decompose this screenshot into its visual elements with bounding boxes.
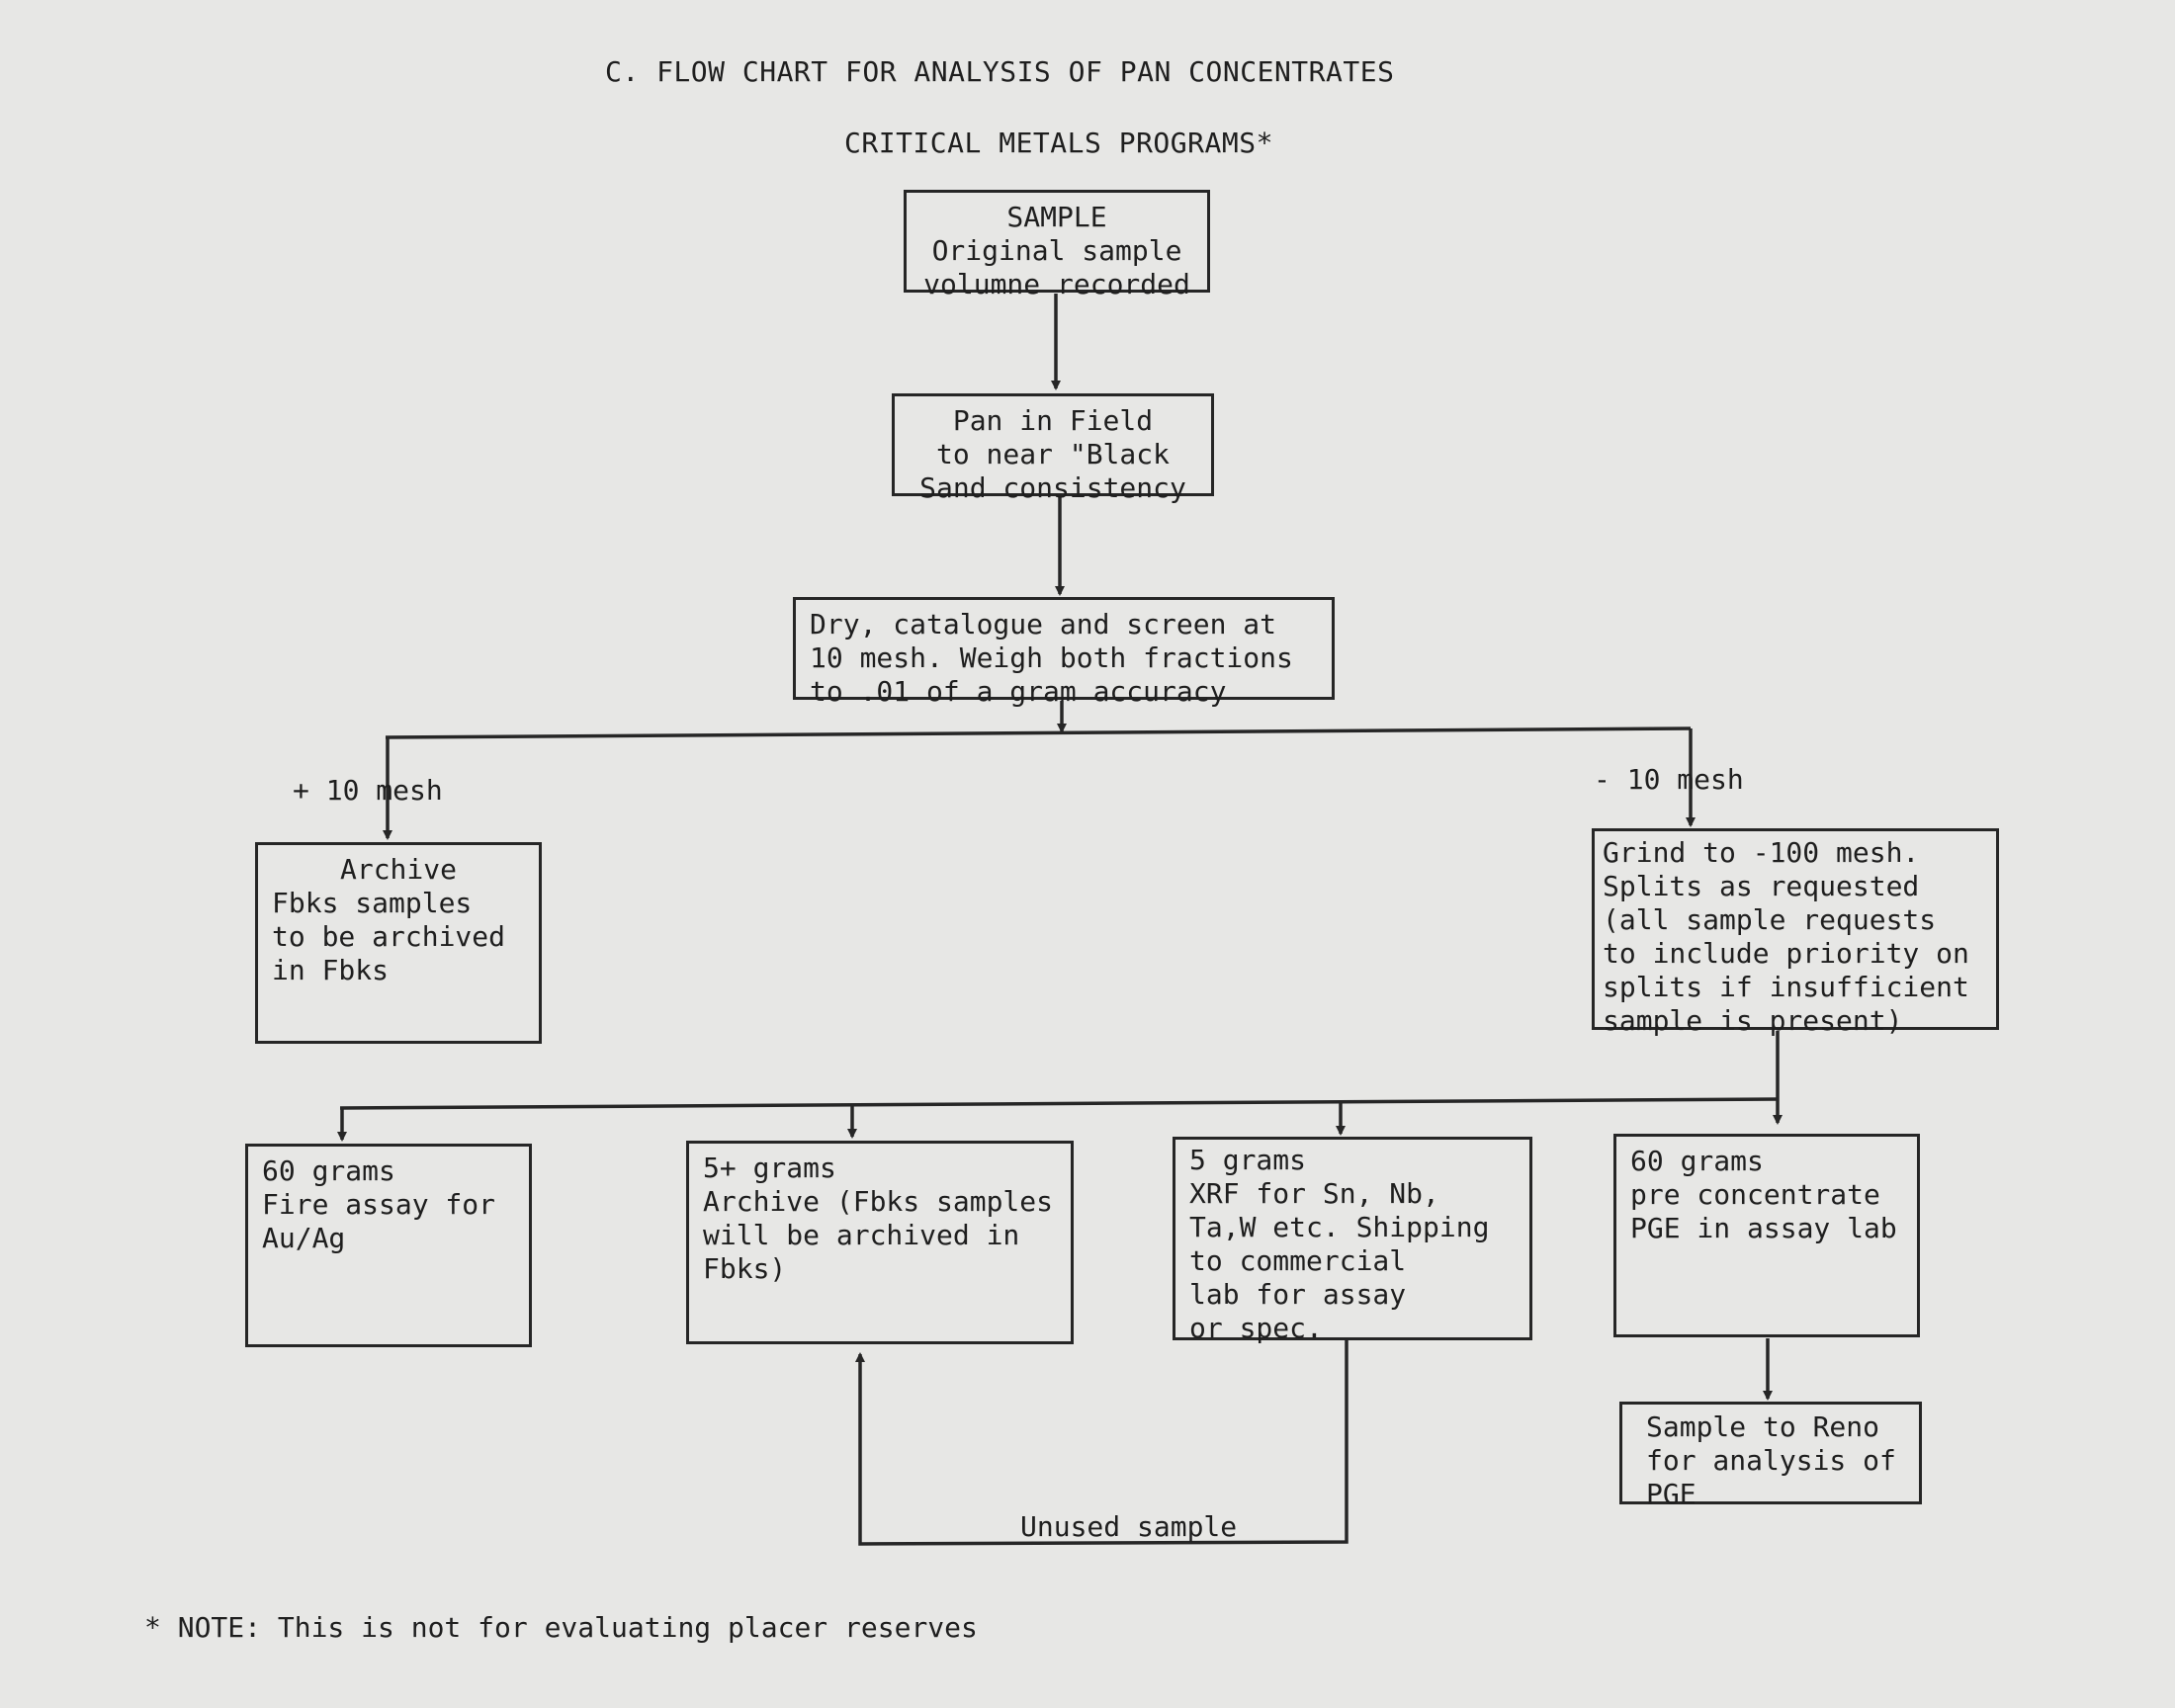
box-line: in Fbks xyxy=(272,954,390,986)
plus-10-mesh-label: + 10 mesh xyxy=(293,774,443,807)
box-line: Grind to -100 mesh. xyxy=(1603,836,1920,869)
box-line: PGE xyxy=(1646,1478,1696,1510)
box-line: to .01 of a gram accuracy xyxy=(810,675,1227,708)
archive-minus-box: 5+ grams Archive (Fbks samples will be a… xyxy=(686,1141,1074,1344)
page-title: C. FLOW CHART FOR ANALYSIS OF PAN CONCEN… xyxy=(605,55,1395,88)
box-line: Sample to Reno xyxy=(1646,1410,1880,1443)
box-line: Pan in Field xyxy=(952,404,1154,437)
box-line: PGE in assay lab xyxy=(1630,1212,1897,1244)
box-line: Ta,W etc. Shipping xyxy=(1189,1211,1490,1243)
page-subtitle: CRITICAL METALS PROGRAMS* xyxy=(844,127,1273,159)
box-line: 10 mesh. Weigh both fractions xyxy=(810,641,1293,674)
box-line: Archive xyxy=(339,853,457,886)
box-line: Sand consistency xyxy=(919,471,1186,504)
sample-box: SAMPLE Original sample volumne recorded xyxy=(904,190,1210,300)
box-line: or spec. xyxy=(1189,1312,1323,1344)
box-line: Fire assay for xyxy=(262,1188,496,1221)
box-line: lab for assay xyxy=(1189,1278,1407,1311)
unused-sample-loop xyxy=(855,1340,1348,1546)
box-line: Fbks) xyxy=(703,1252,787,1285)
fire-assay-box: 60 grams Fire assay for Au/Ag xyxy=(245,1144,532,1347)
box-line: XRF for Sn, Nb, xyxy=(1189,1177,1439,1210)
box-line: Fbks samples xyxy=(272,887,473,919)
box-line: will be archived in xyxy=(703,1219,1020,1251)
box-line: Archive (Fbks samples xyxy=(703,1185,1054,1218)
box-line: 60 grams xyxy=(1630,1145,1764,1177)
box-line: pre concentrate xyxy=(1630,1178,1880,1211)
minus-10-mesh-label: - 10 mesh xyxy=(1594,763,1744,796)
box-line: (all sample requests xyxy=(1603,903,1937,936)
box-line: Dry, catalogue and screen at xyxy=(810,608,1277,640)
box-line: to be archived xyxy=(272,920,506,953)
box-line: volumne recorded xyxy=(923,268,1190,300)
box-line: 5+ grams xyxy=(703,1152,836,1184)
unused-sample-label: Unused sample xyxy=(1020,1510,1238,1543)
box-line: for analysis of xyxy=(1646,1444,1896,1477)
box-line: to commercial xyxy=(1189,1244,1407,1277)
box-line: Splits as requested xyxy=(1603,870,1920,902)
box-line: 60 grams xyxy=(262,1154,395,1187)
box-line: Original sample xyxy=(931,234,1182,267)
dry-catalogue-box: Dry, catalogue and screen at 10 mesh. We… xyxy=(793,597,1335,708)
pge-preconcentrate-box: 60 grams pre concentrate PGE in assay la… xyxy=(1613,1134,1920,1337)
pan-in-field-box: Pan in Field to near "Black Sand consist… xyxy=(892,393,1214,504)
archive-plus-box: Archive Fbks samples to be archived in F… xyxy=(255,842,542,1044)
box-line: SAMPLE xyxy=(1006,201,1107,233)
box-line: to near "Black xyxy=(935,438,1170,470)
xrf-box: 5 grams XRF for Sn, Nb, Ta,W etc. Shippi… xyxy=(1173,1137,1532,1344)
box-line: sample is present) xyxy=(1603,1004,1903,1037)
box-line: splits if insufficient xyxy=(1603,971,1969,1003)
footer-note: * NOTE: This is not for evaluating place… xyxy=(144,1611,978,1644)
box-line: Au/Ag xyxy=(262,1222,346,1254)
box-line: to include priority on xyxy=(1603,937,1969,970)
box-line: 5 grams xyxy=(1189,1144,1307,1176)
grind-box: Grind to -100 mesh. Splits as requested … xyxy=(1592,828,1999,1037)
split-line-top xyxy=(385,726,1692,739)
split-line-bottom xyxy=(339,1097,1779,1110)
sample-to-reno-box: Sample to Reno for analysis of PGE xyxy=(1619,1402,1922,1510)
